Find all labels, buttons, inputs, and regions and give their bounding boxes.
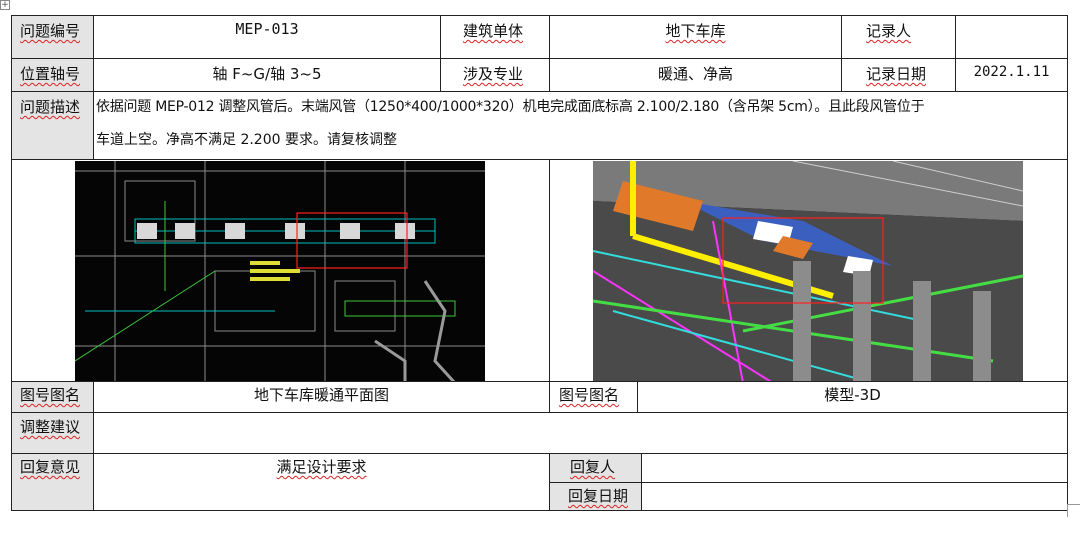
fig1-value-cell[interactable]: 地下车库暖通平面图 xyxy=(93,381,550,413)
desc-label-cell: 问题描述 xyxy=(11,91,94,160)
fig2-value: 模型-3D xyxy=(824,386,881,404)
date-value-cell[interactable]: 2022.1.11 xyxy=(955,58,1068,92)
fig1-label: 图号图名 xyxy=(20,386,81,404)
replier-value-cell[interactable] xyxy=(641,453,1068,483)
suggest-label-cell: 调整建议 xyxy=(11,412,94,454)
issue-no-value: MEP-013 xyxy=(235,20,299,38)
suggest-value-cell[interactable] xyxy=(93,412,1068,454)
recorder-label: 记录人 xyxy=(866,22,912,40)
suggest-label: 调整建议 xyxy=(20,418,81,436)
reply-label-cell: 回复意见 xyxy=(11,453,94,511)
location-value: 轴 F~G/轴 3~5 xyxy=(212,65,322,83)
fig2-label: 图号图名 xyxy=(559,386,620,404)
location-label: 位置轴号 xyxy=(20,65,81,83)
replier-label: 回复人 xyxy=(570,458,616,476)
reply-date-value-cell[interactable] xyxy=(641,482,1068,511)
building-value: 地下车库 xyxy=(665,22,726,40)
page-corner-mark xyxy=(1067,504,1080,517)
fig2-label-cell: 图号图名 xyxy=(549,381,638,413)
recorder-value-cell[interactable] xyxy=(955,15,1068,59)
discipline-label-cell: 涉及专业 xyxy=(440,58,550,92)
reply-label: 回复意见 xyxy=(20,458,81,476)
table-move-handle[interactable]: + xyxy=(0,0,10,10)
reply-date-label: 回复日期 xyxy=(568,487,629,505)
hvac-plan-image xyxy=(75,161,485,383)
desc-line-1: 依据问题 MEP-012 调整风管后。末端风管（1250*400/1000*32… xyxy=(96,99,925,115)
reply-value-cell[interactable]: 满足设计要求 xyxy=(93,453,550,511)
reply-value: 满足设计要求 xyxy=(276,458,367,476)
location-label-cell: 位置轴号 xyxy=(11,58,94,92)
desc-value-cell[interactable]: 依据问题 MEP-012 调整风管后。末端风管（1250*400/1000*32… xyxy=(93,91,1068,160)
fig1-value: 地下车库暖通平面图 xyxy=(253,386,389,404)
reply-date-label-cell: 回复日期 xyxy=(549,482,642,511)
building-label-cell: 建筑单体 xyxy=(440,15,550,59)
building-value-cell[interactable]: 地下车库 xyxy=(549,15,842,59)
model-3d-drawing xyxy=(593,161,1023,383)
fig1-label-cell: 图号图名 xyxy=(11,381,94,413)
building-label: 建筑单体 xyxy=(463,22,524,40)
issue-no-label: 问题编号 xyxy=(20,22,81,40)
date-label-cell: 记录日期 xyxy=(841,58,956,92)
fig2-value-cell[interactable]: 模型-3D xyxy=(637,381,1068,413)
issue-no-value-cell[interactable]: MEP-013 xyxy=(93,15,441,59)
discipline-label: 涉及专业 xyxy=(463,65,524,83)
desc-line-2: 车道上空。净高不满足 2.200 要求。请复核调整 xyxy=(96,132,397,148)
model-3d-image xyxy=(593,161,1023,383)
hvac-plan-drawing xyxy=(75,161,485,383)
replier-label-cell: 回复人 xyxy=(549,453,642,483)
date-value: 2022.1.11 xyxy=(973,64,1050,80)
recorder-label-cell: 记录人 xyxy=(841,15,956,59)
discipline-value: 暖通、净高 xyxy=(657,65,733,83)
issue-no-label-cell: 问题编号 xyxy=(11,15,94,59)
desc-label: 问题描述 xyxy=(20,98,81,116)
date-label: 记录日期 xyxy=(866,65,927,83)
discipline-value-cell[interactable]: 暖通、净高 xyxy=(549,58,842,92)
location-value-cell[interactable]: 轴 F~G/轴 3~5 xyxy=(93,58,441,92)
